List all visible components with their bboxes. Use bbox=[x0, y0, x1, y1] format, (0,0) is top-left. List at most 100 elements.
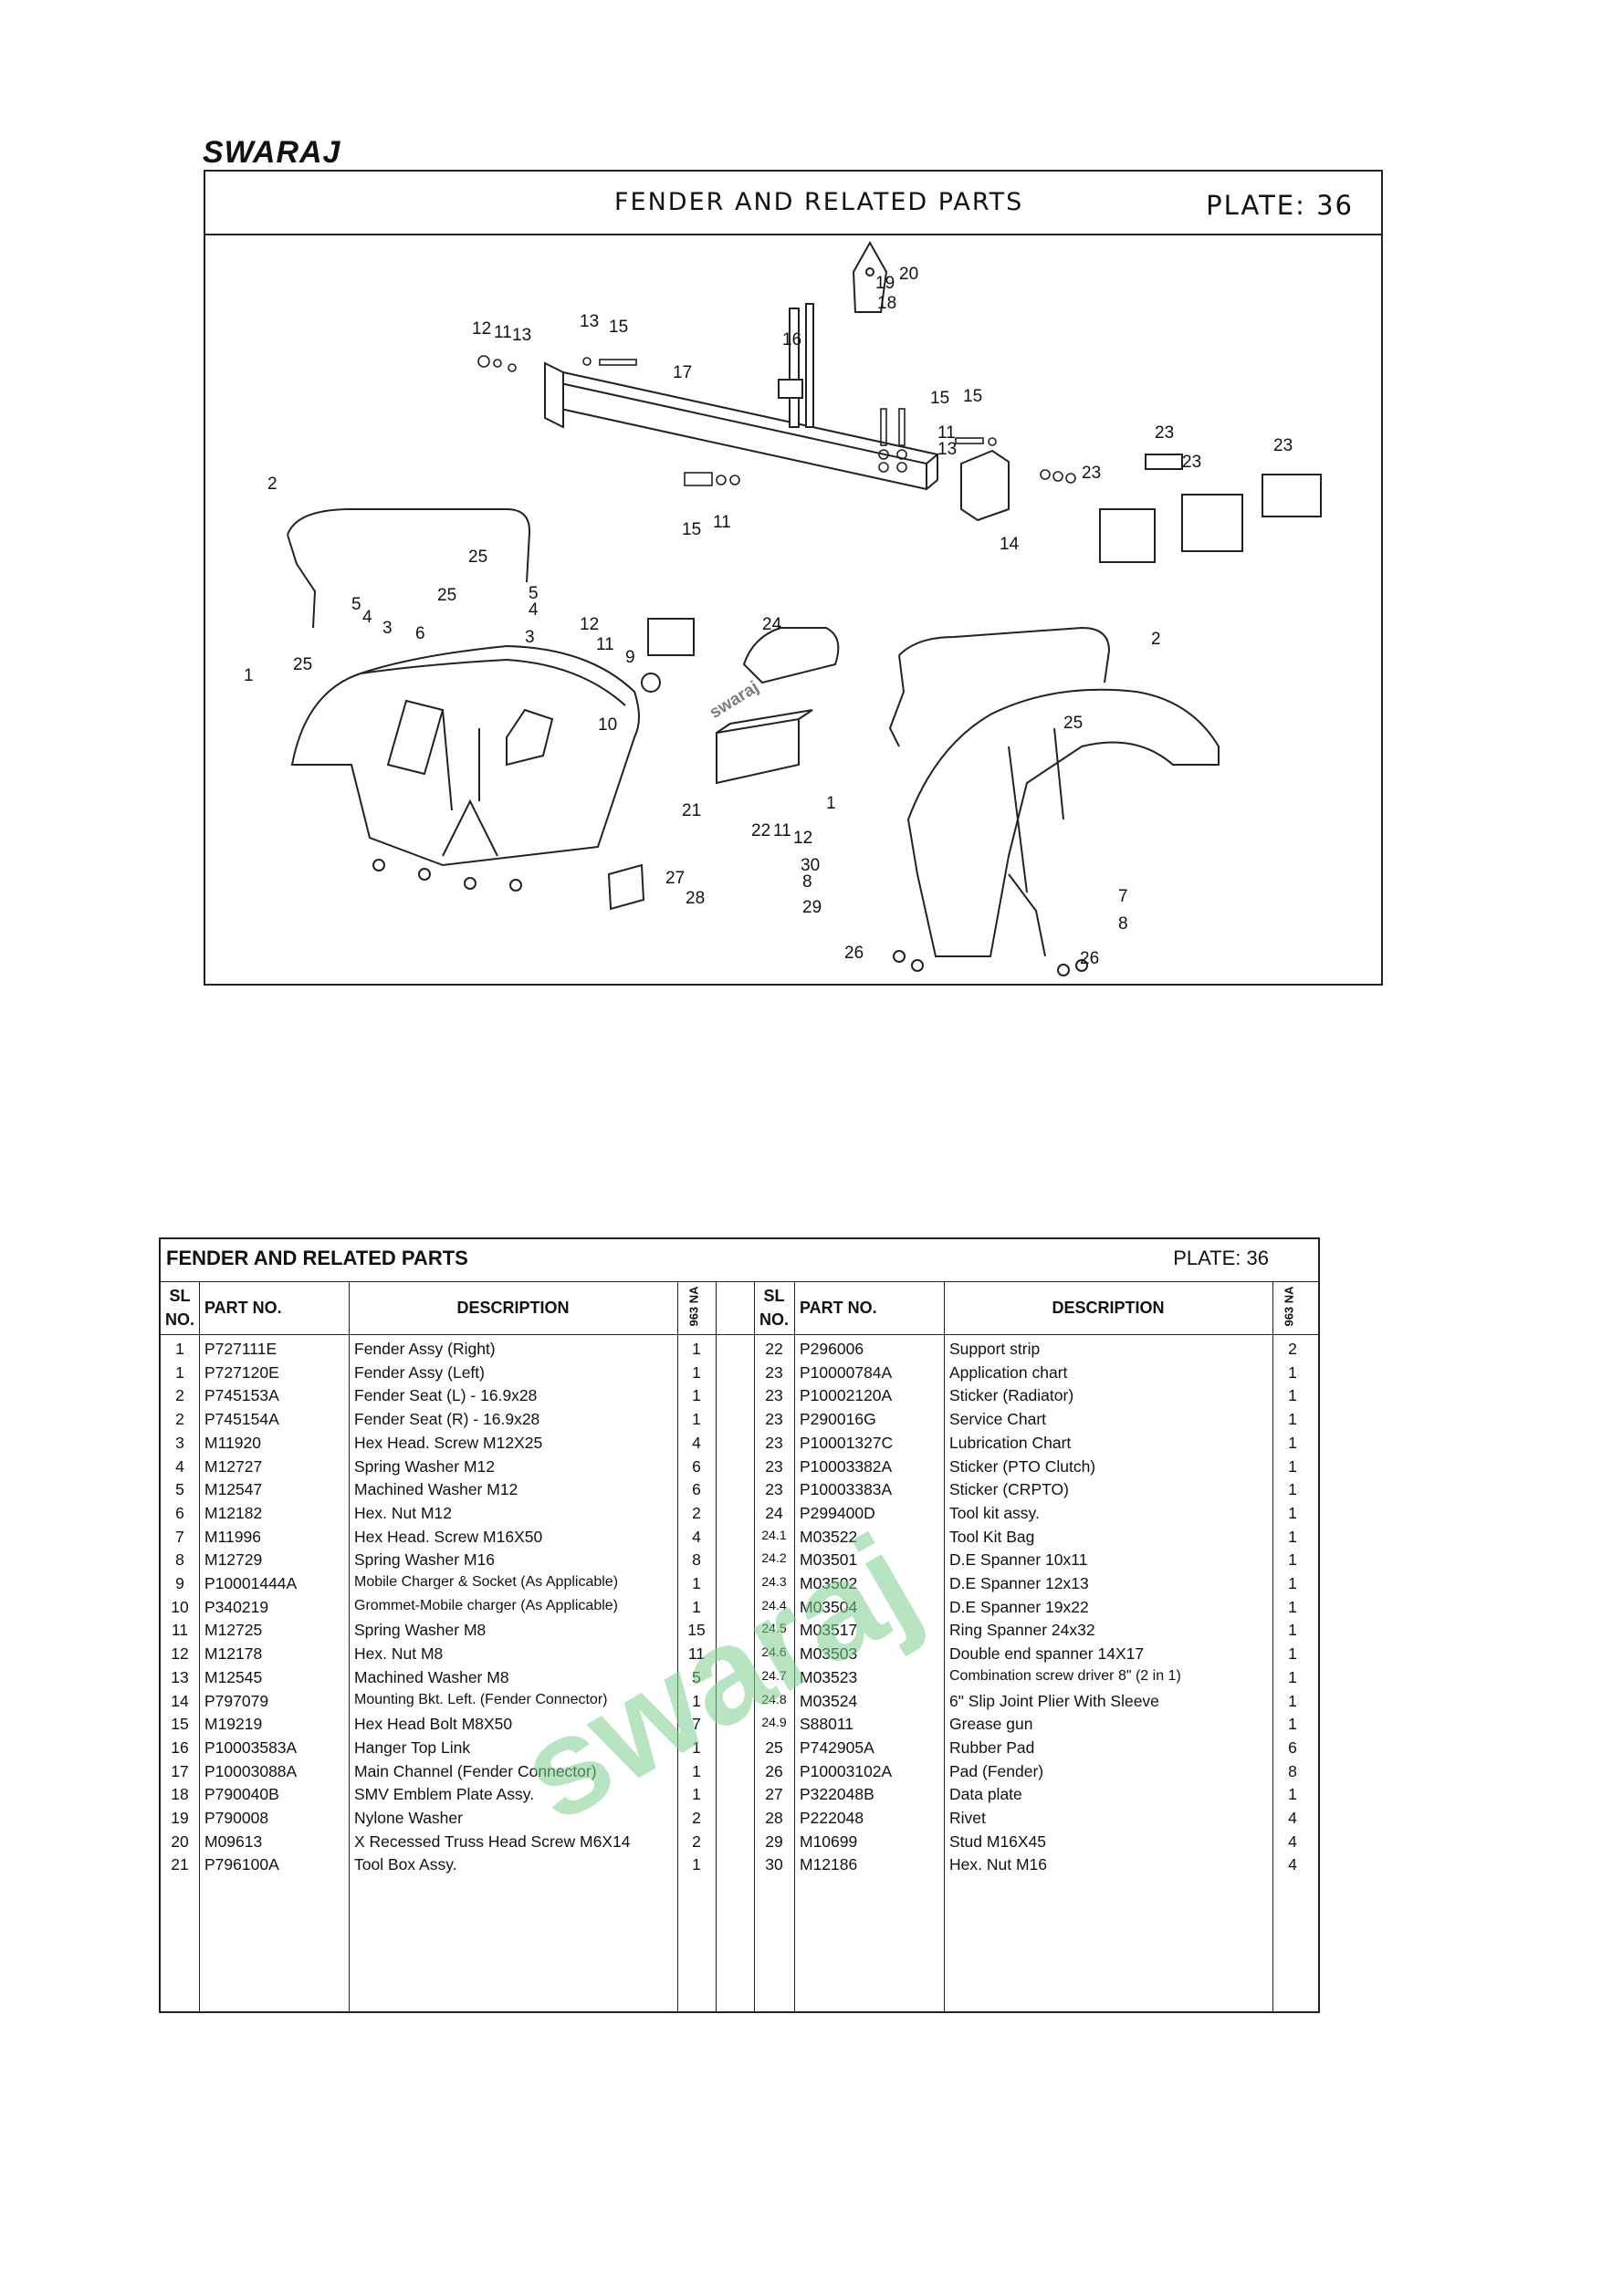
divider bbox=[716, 1281, 717, 2011]
data-plate bbox=[607, 863, 645, 911]
part-number-cell: M12545 bbox=[204, 1667, 263, 1686]
sl-cell: 24.7 bbox=[761, 1667, 787, 1683]
quantity-cell: 2 bbox=[692, 1809, 701, 1827]
description-cell: Hex Head. Screw M16X50 bbox=[354, 1527, 543, 1546]
quantity-cell: 1 bbox=[1288, 1597, 1297, 1616]
main-channel-part bbox=[544, 303, 940, 491]
quantity-cell: 1 bbox=[1288, 1691, 1297, 1710]
part-number-cell: M19219 bbox=[204, 1715, 263, 1734]
part-number-cell: P790040B bbox=[204, 1785, 279, 1804]
sl-cell: 24.9 bbox=[761, 1715, 787, 1730]
description-cell: Grommet-Mobile charger (As Applicable) bbox=[354, 1597, 618, 1613]
svg-text:16: 16 bbox=[782, 330, 801, 350]
sl-cell: 11 bbox=[171, 1621, 189, 1640]
parts-table: FENDER AND RELATED PARTS PLATE: 36 SL NO… bbox=[159, 1237, 1320, 2013]
part-number-cell: M03501 bbox=[800, 1550, 858, 1570]
description-cell: Fender Seat (R) - 16.9x28 bbox=[354, 1410, 540, 1429]
description-cell: D.E Spanner 12x13 bbox=[949, 1574, 1089, 1592]
sl-cell: 23 bbox=[765, 1362, 783, 1382]
quantity-cell: 1 bbox=[1288, 1362, 1297, 1382]
smv-emblem-part bbox=[852, 240, 888, 313]
part-number-cell: P10003088A bbox=[204, 1761, 298, 1780]
header-sl: SL bbox=[763, 1287, 785, 1305]
svg-text:28: 28 bbox=[686, 889, 705, 908]
divider bbox=[161, 1281, 1318, 1282]
table-title: FENDER AND RELATED PARTS bbox=[166, 1247, 468, 1269]
description-cell: Spring Washer M16 bbox=[354, 1550, 495, 1570]
svg-text:25: 25 bbox=[293, 655, 312, 674]
divider bbox=[754, 1281, 755, 2011]
quantity-cell: 1 bbox=[1288, 1410, 1297, 1429]
svg-text:23: 23 bbox=[1273, 436, 1293, 455]
divider bbox=[1272, 1281, 1273, 2011]
description-cell: Data plate bbox=[949, 1785, 1022, 1804]
header-qty: 963 NA bbox=[1282, 1286, 1296, 1327]
description-cell: SMV Emblem Plate Assy. bbox=[354, 1785, 535, 1804]
sl-cell: 24.3 bbox=[761, 1574, 787, 1589]
svg-text:11: 11 bbox=[494, 323, 512, 342]
part-number-cell: S88011 bbox=[800, 1715, 854, 1734]
part-number-cell: P222048 bbox=[800, 1809, 864, 1827]
description-cell: Pad (Fender) bbox=[949, 1761, 1044, 1780]
svg-text:2: 2 bbox=[1151, 630, 1161, 649]
quantity-cell: 1 bbox=[1288, 1621, 1297, 1640]
description-cell: Hex. Nut M8 bbox=[354, 1644, 444, 1664]
sl-cell: 19 bbox=[171, 1809, 189, 1827]
part-number-cell: P299400D bbox=[800, 1503, 875, 1522]
exploded-parts-diagram: swaraj bbox=[244, 240, 1322, 976]
divider bbox=[349, 1281, 350, 2011]
sl-cell: 23 bbox=[765, 1456, 783, 1476]
divider bbox=[794, 1281, 795, 2011]
svg-text:15: 15 bbox=[930, 389, 949, 408]
svg-text:19: 19 bbox=[875, 274, 895, 293]
fender-assy-right bbox=[893, 688, 1220, 976]
sl-cell: 23 bbox=[765, 1386, 783, 1405]
sl-cell: 4 bbox=[175, 1456, 184, 1476]
quantity-cell: 1 bbox=[692, 1597, 701, 1616]
quantity-cell: 8 bbox=[1288, 1761, 1297, 1780]
part-number-cell: M11996 bbox=[204, 1527, 261, 1546]
description-cell: Double end spanner 14X17 bbox=[949, 1644, 1145, 1664]
part-number-cell: M03503 bbox=[800, 1644, 858, 1664]
description-cell: Mounting Bkt. Left. (Fender Connector) bbox=[354, 1691, 608, 1707]
sl-cell: 30 bbox=[765, 1855, 783, 1874]
part-number-cell: P745154A bbox=[204, 1410, 279, 1429]
header-qty: 963 NA bbox=[686, 1286, 701, 1327]
svg-text:29: 29 bbox=[802, 898, 822, 917]
sl-cell: 6 bbox=[175, 1503, 184, 1522]
part-number-cell: P796100A bbox=[204, 1855, 279, 1874]
part-number-cell: M03523 bbox=[800, 1667, 858, 1686]
svg-text:23: 23 bbox=[1082, 464, 1101, 483]
part-number-cell: M03524 bbox=[800, 1691, 858, 1710]
description-cell: Tool Box Assy. bbox=[354, 1855, 457, 1874]
svg-text:5: 5 bbox=[529, 584, 539, 603]
description-cell: Spring Washer M8 bbox=[354, 1621, 487, 1640]
part-number-cell: M03502 bbox=[800, 1574, 858, 1592]
svg-text:18: 18 bbox=[877, 294, 896, 313]
quantity-cell: 1 bbox=[1288, 1715, 1297, 1734]
fender-seat-right bbox=[898, 626, 1111, 684]
description-cell: Fender Seat (L) - 16.9x28 bbox=[354, 1386, 538, 1405]
sl-cell: 24 bbox=[765, 1503, 783, 1522]
part-number-cell: P797079 bbox=[204, 1691, 269, 1710]
description-cell: D.E Spanner 10x11 bbox=[949, 1550, 1088, 1570]
description-cell: Rivet bbox=[949, 1809, 986, 1827]
divider bbox=[199, 1281, 200, 2011]
sl-cell: 23 bbox=[765, 1410, 783, 1429]
description-cell: Hex Head. Screw M12X25 bbox=[354, 1433, 543, 1452]
description-cell: Hex Head Bolt M8X50 bbox=[354, 1715, 513, 1734]
sl-cell: 28 bbox=[765, 1809, 783, 1827]
quantity-cell: 1 bbox=[1288, 1480, 1297, 1499]
